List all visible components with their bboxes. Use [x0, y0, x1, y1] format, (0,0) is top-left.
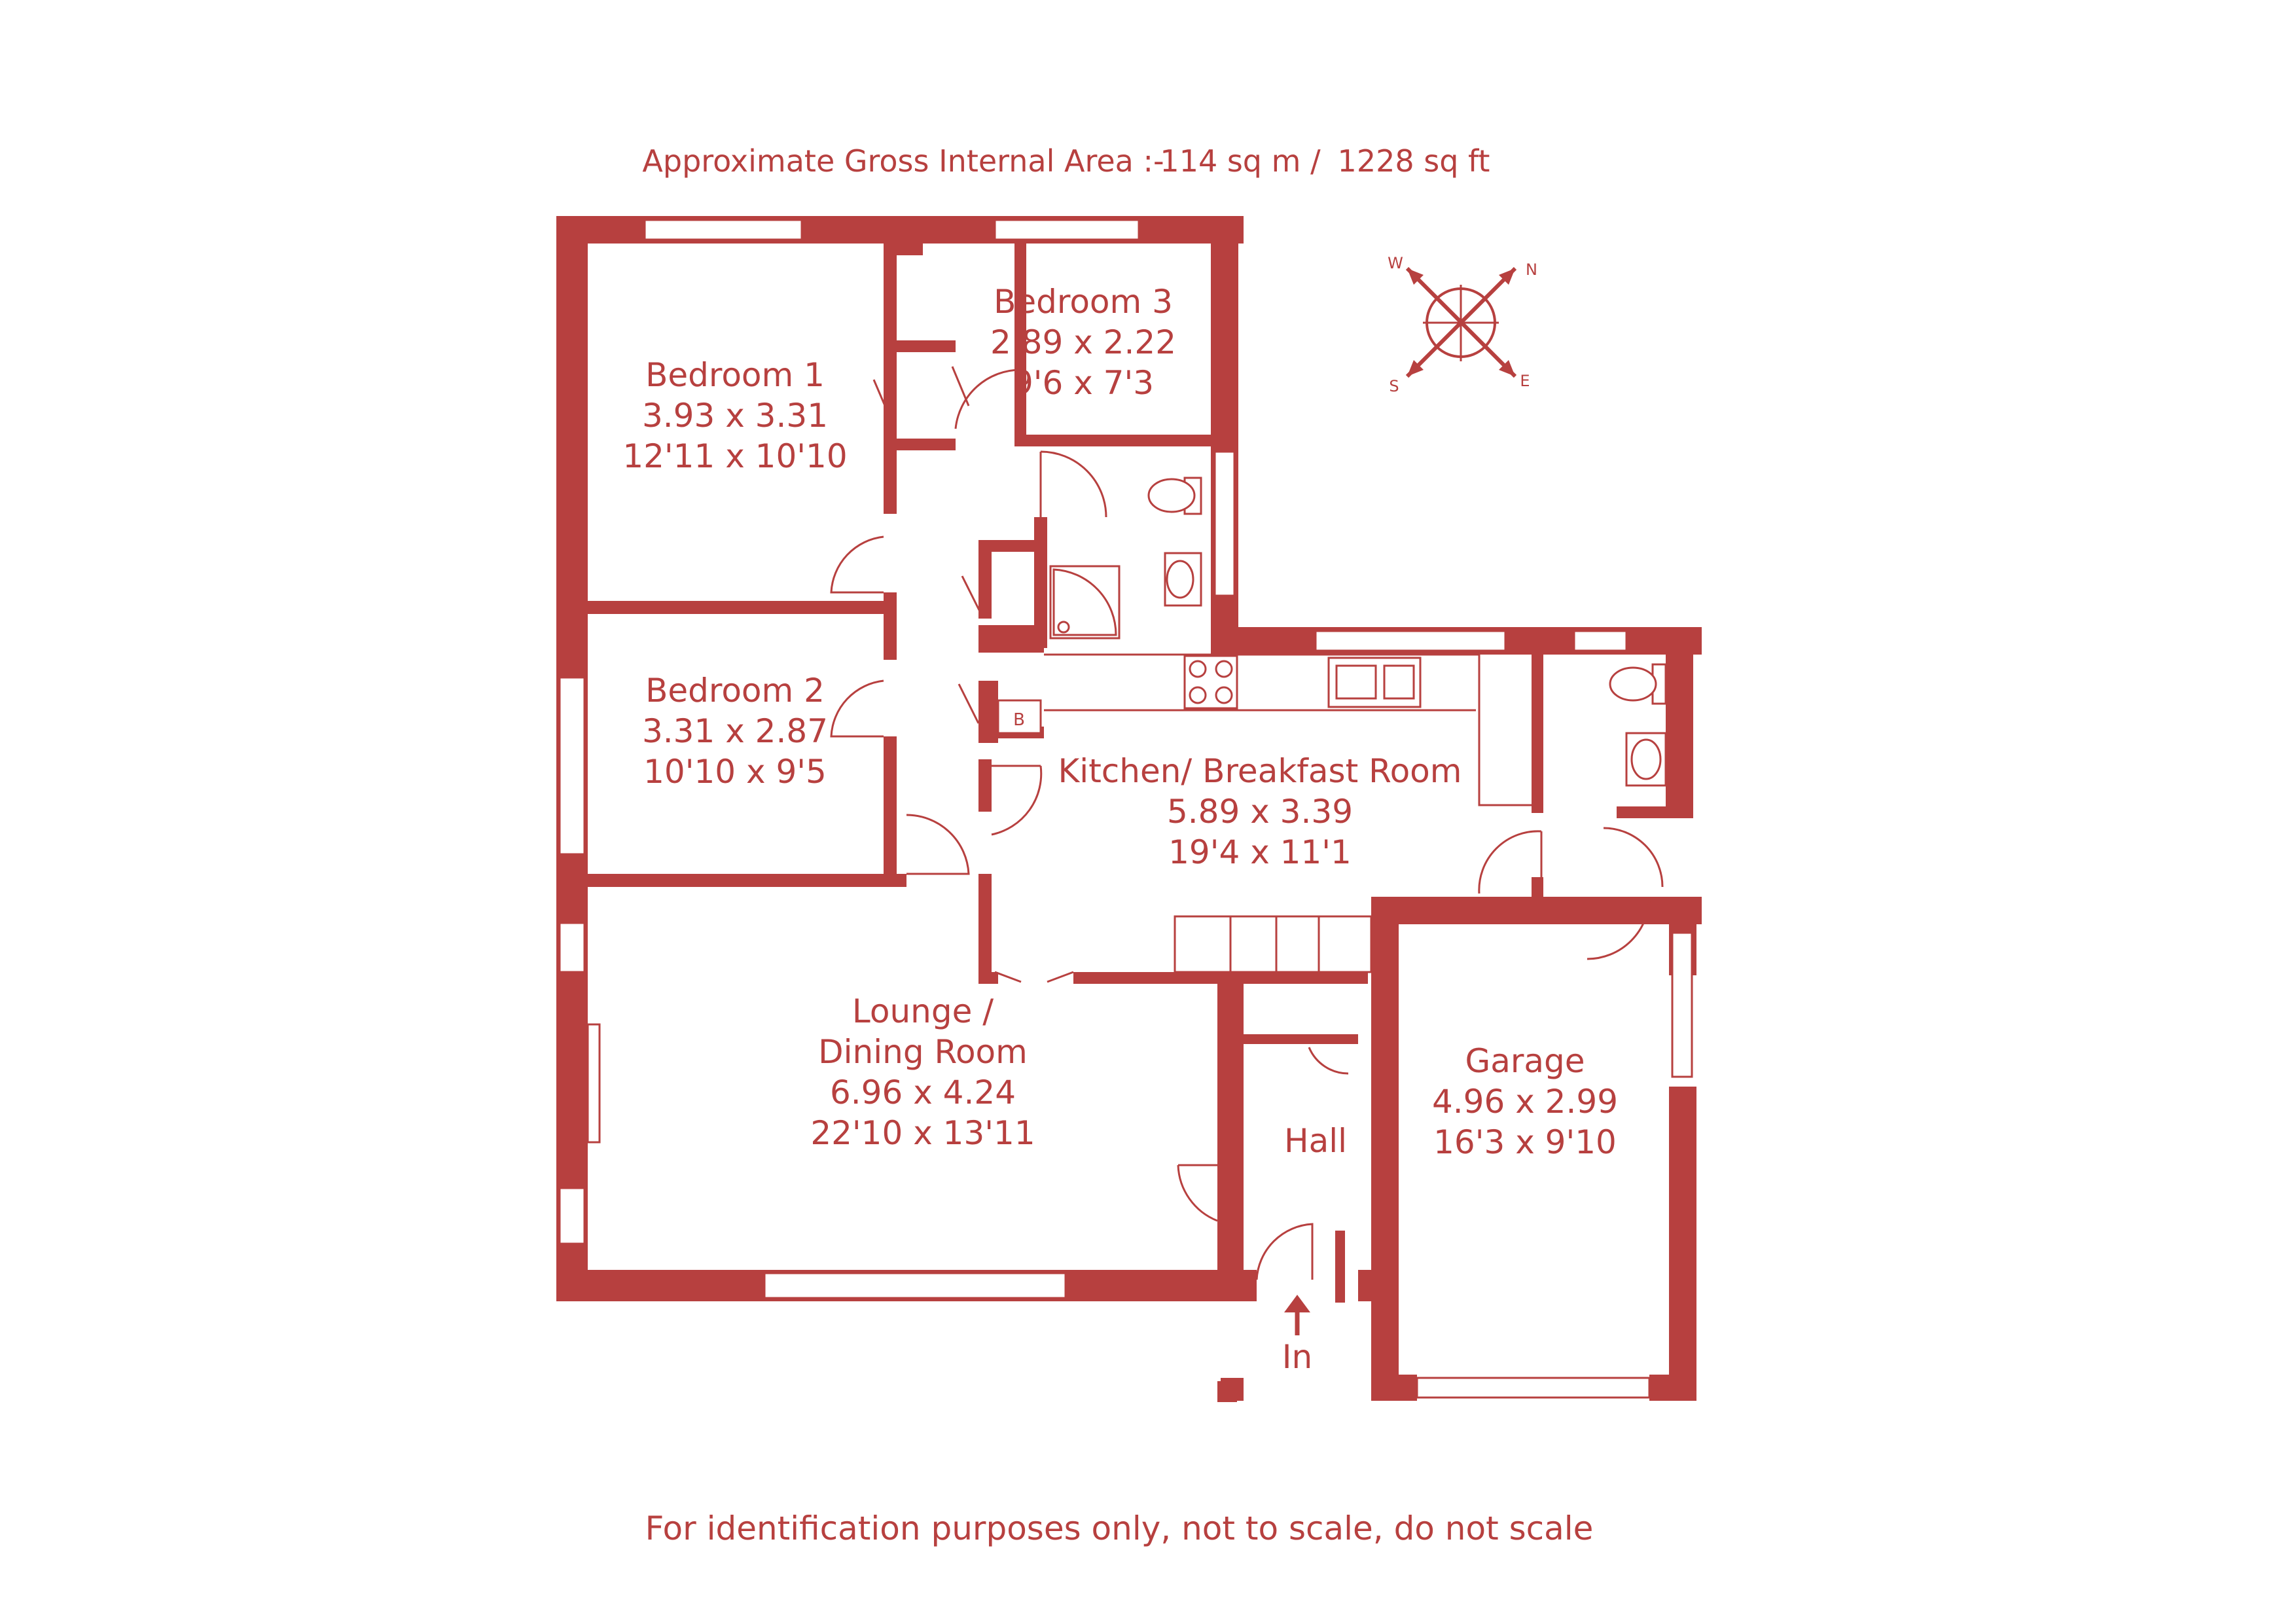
- boiler-cupboard: [997, 699, 1042, 734]
- entrance-arrow-icon: [1284, 1295, 1310, 1335]
- room-hall: Hall: [1284, 1122, 1347, 1160]
- room-kitchen: Kitchen/ Breakfast Room 5.89 x 3.39 19'4…: [1058, 752, 1462, 871]
- compass-w: W: [1388, 254, 1403, 272]
- bedroom1-metric: 3.93 x 3.31: [642, 397, 828, 435]
- garage-name: Garage: [1465, 1042, 1585, 1080]
- garage-imperial: 16'3 x 9'10: [1433, 1123, 1617, 1161]
- room-garage: Garage 4.96 x 2.99 16'3 x 9'10: [1432, 1042, 1618, 1161]
- lounge-name-line1: Lounge /: [852, 992, 994, 1030]
- shower-icon: [1049, 565, 1121, 640]
- room-lounge: Lounge / Dining Room 6.96 x 4.24 22'10 x…: [810, 992, 1035, 1152]
- room-bedroom1: Bedroom 1 3.93 x 3.31 12'11 x 10'10: [622, 356, 847, 475]
- compass-icon: N E S W: [1388, 254, 1537, 395]
- bedroom3-metric: 2.89 x 2.22: [990, 323, 1176, 361]
- boiler-label: B: [1013, 710, 1025, 730]
- bedroom1-name: Bedroom 1: [645, 356, 825, 394]
- room-bedroom3: Bedroom 3 2.89 x 2.22 9'6 x 7'3: [990, 283, 1176, 402]
- room-bedroom2: Bedroom 2 3.31 x 2.87 10'10 x 9'5: [642, 672, 828, 791]
- area-label: Approximate Gross Internal Area :-: [642, 143, 1164, 179]
- hob-icon: [1183, 655, 1238, 710]
- interior-walls: [556, 244, 1368, 1303]
- bedroom2-metric: 3.31 x 2.87: [642, 712, 828, 750]
- area-metric: 114 sq m /: [1160, 143, 1321, 179]
- windows: [558, 219, 1693, 1399]
- fixtures: B: [586, 477, 1667, 1401]
- compass-e: E: [1520, 372, 1530, 390]
- fireplace: [586, 1023, 601, 1144]
- hall-name: Hall: [1284, 1122, 1347, 1160]
- sink-icon: [1327, 657, 1422, 708]
- step-marker: [1221, 1378, 1244, 1401]
- compass-s: S: [1389, 377, 1399, 395]
- bedroom3-name: Bedroom 3: [994, 283, 1173, 321]
- toilet-icon: [1147, 477, 1202, 515]
- utility-basin-icon: [1625, 732, 1667, 787]
- entrance-label: In: [1282, 1338, 1312, 1376]
- lounge-imperial: 22'10 x 13'11: [810, 1114, 1035, 1152]
- lounge-metric: 6.96 x 4.24: [830, 1074, 1016, 1111]
- kitchen-imperial: 19'4 x 11'1: [1168, 833, 1352, 871]
- kitchen-name: Kitchen/ Breakfast Room: [1058, 752, 1462, 790]
- bedroom2-name: Bedroom 2: [645, 672, 825, 710]
- disclaimer: For identification purposes only, not to…: [645, 1509, 1594, 1547]
- basin-icon: [1164, 552, 1202, 607]
- area-imperial: 1228 sq ft: [1338, 143, 1490, 179]
- bedroom3-imperial: 9'6 x 7'3: [1013, 364, 1154, 402]
- bedroom1-imperial: 12'11 x 10'10: [622, 437, 847, 475]
- worktop-icon: [1044, 653, 1532, 806]
- lounge-name-line2: Dining Room: [818, 1033, 1028, 1071]
- door-swings: [830, 366, 1664, 1280]
- kitchen-metric: 5.89 x 3.39: [1167, 793, 1353, 831]
- compass-n: N: [1526, 261, 1537, 279]
- bedroom2-imperial: 10'10 x 9'5: [643, 753, 827, 791]
- garage-metric: 4.96 x 2.99: [1432, 1083, 1618, 1121]
- utility-toilet-icon: [1609, 663, 1667, 705]
- stairs-icon: [1174, 915, 1372, 973]
